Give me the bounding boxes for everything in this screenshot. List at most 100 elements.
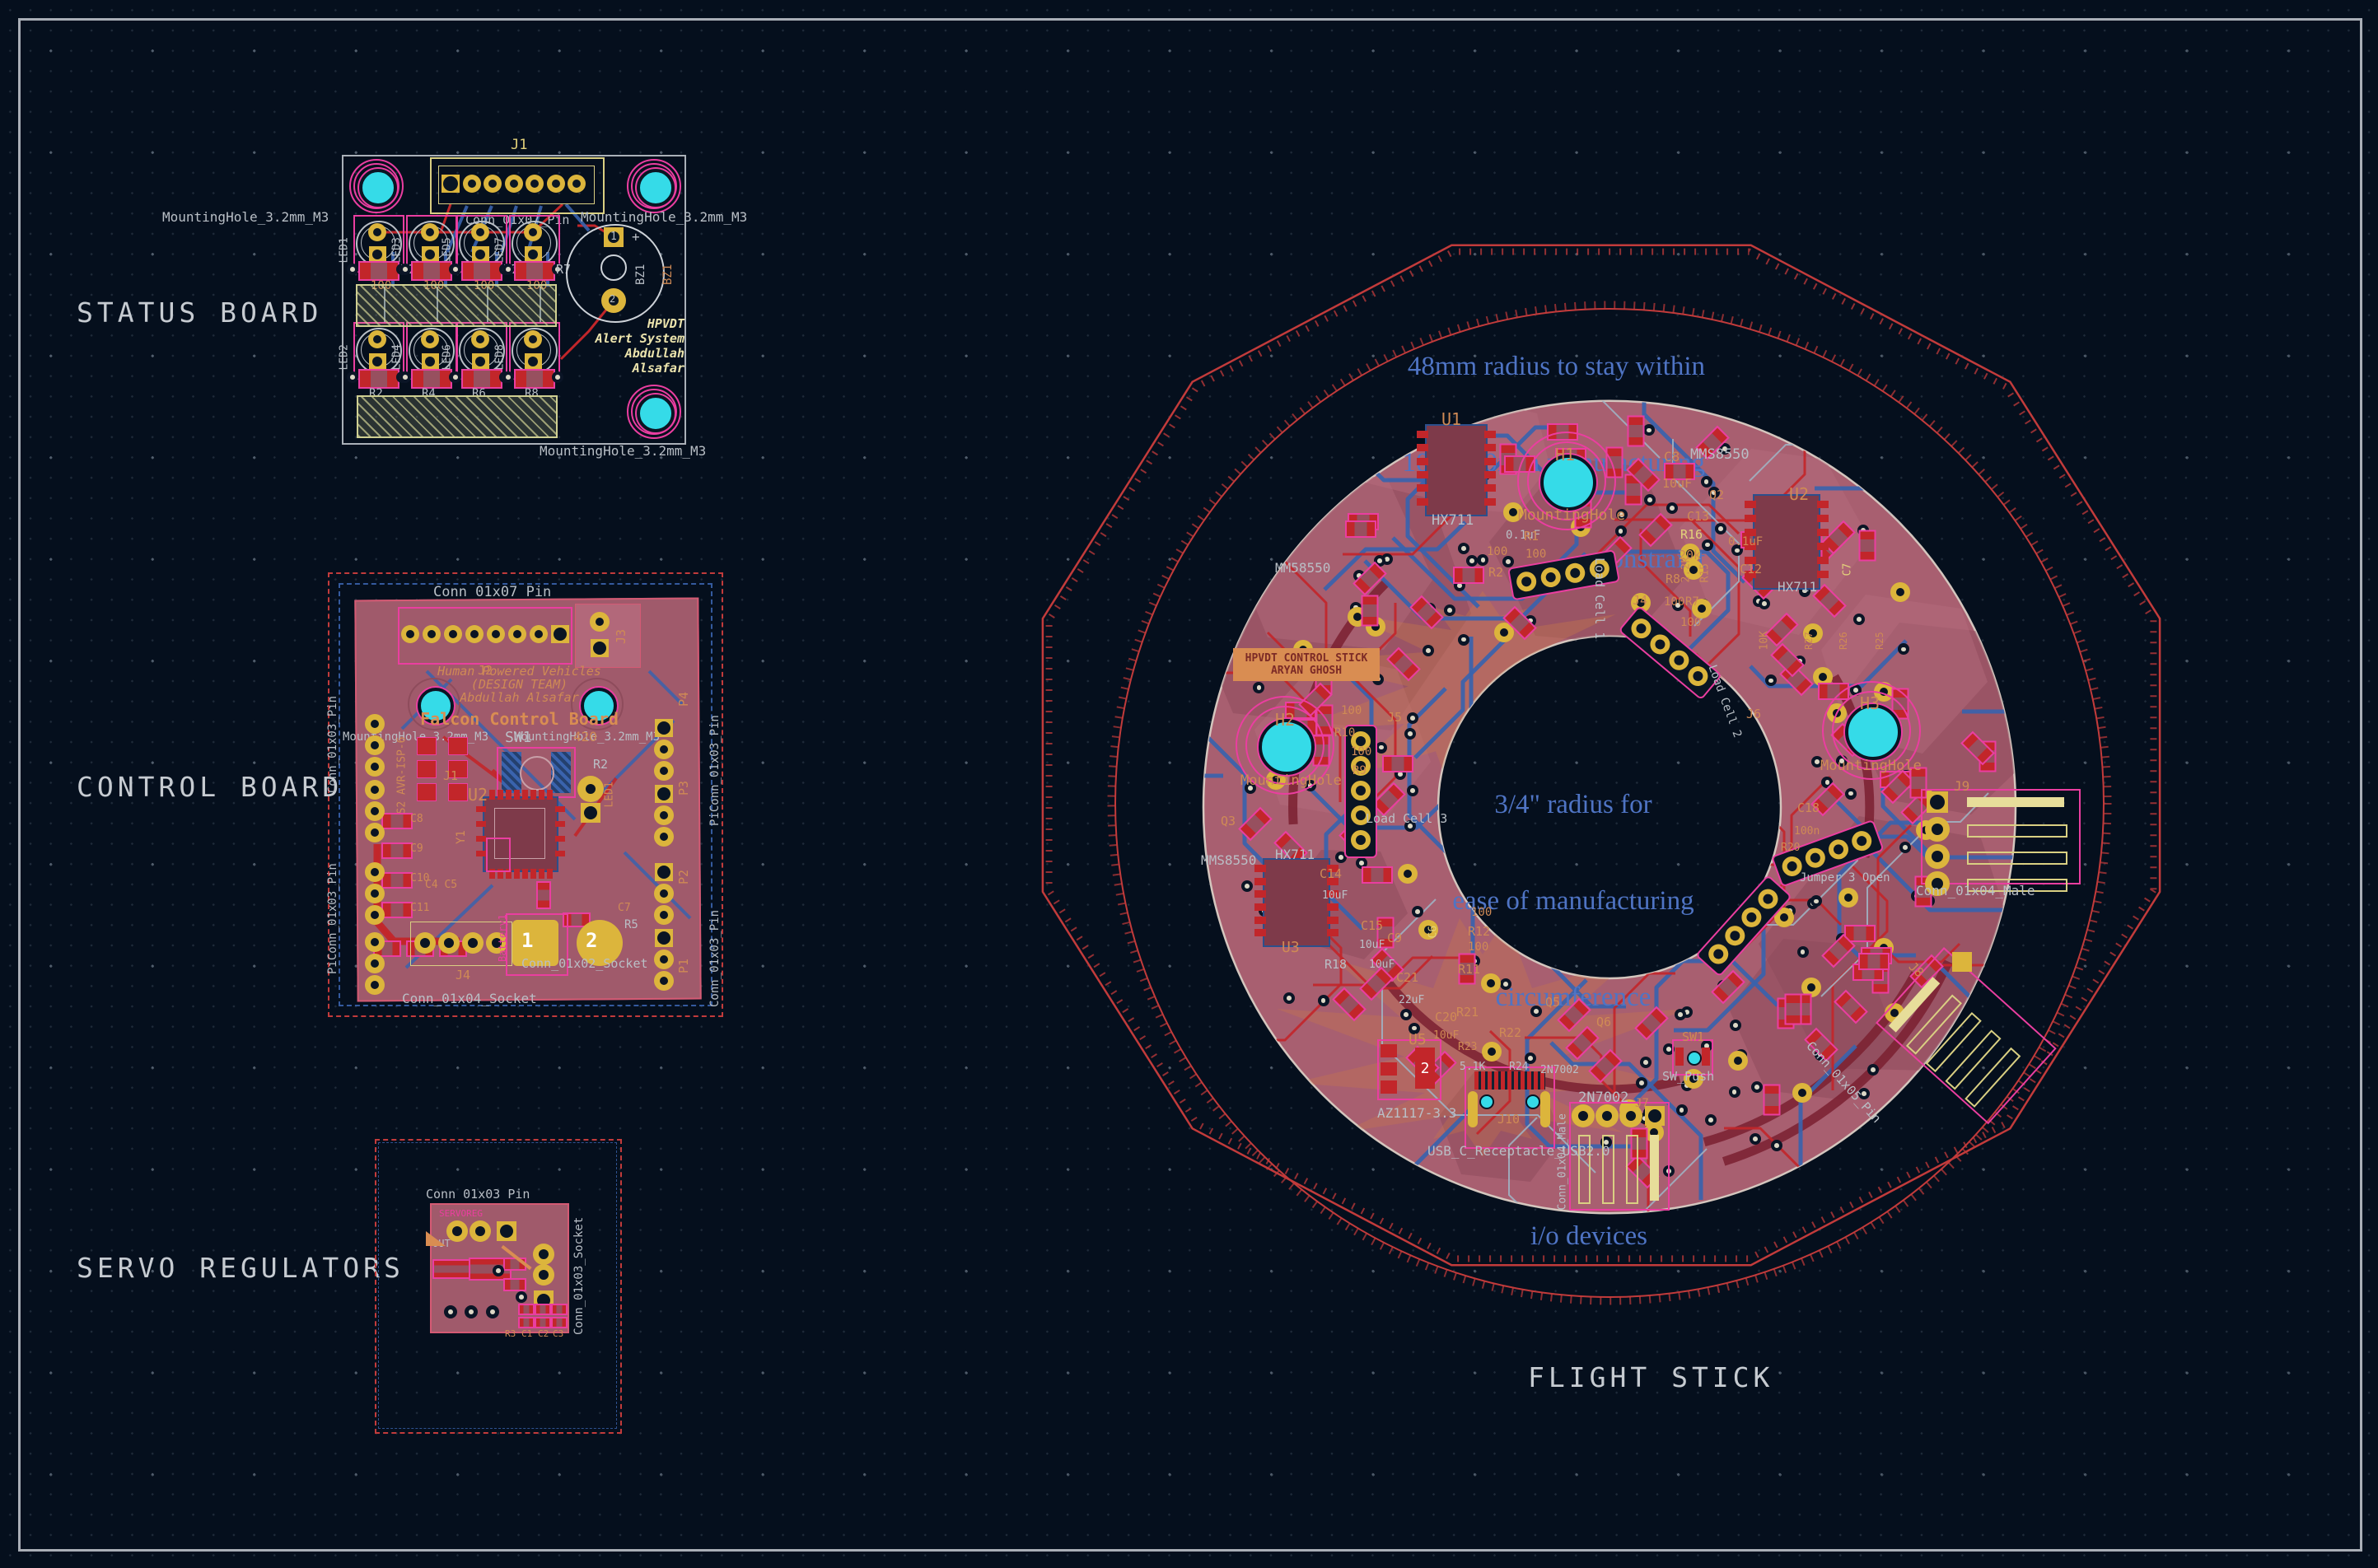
cap-ref: C4 C5 [425, 879, 458, 891]
pad-hole [657, 787, 670, 800]
through-hole-pad [365, 975, 385, 995]
through-hole-pad [421, 330, 439, 348]
pad-hole [372, 250, 382, 259]
cap-ref: C9 [410, 842, 423, 855]
led-ref-label: LED5 [441, 237, 454, 264]
via-center [350, 267, 355, 272]
j1-pad [417, 760, 437, 778]
battery-pad-1: 1 [512, 920, 558, 966]
through-hole-pad [533, 1264, 554, 1286]
through-hole-pad [462, 175, 481, 193]
pad-hole [535, 630, 543, 638]
io-devices-annotation[interactable]: i/o devices [1530, 1221, 1648, 1251]
via-center [506, 375, 511, 380]
section-label-control-board[interactable]: CONTROL BOARD [77, 771, 343, 803]
through-hole-pad [365, 757, 385, 777]
keepout-outer [375, 1139, 622, 1434]
board-title: Human Powered Vehicles(DESIGN TEAM)Abdul… [427, 665, 612, 704]
copper-trace [1933, 959, 2016, 998]
via-center [453, 267, 458, 272]
through-hole-pad-square [655, 929, 673, 947]
pad-hole [371, 741, 379, 749]
via [552, 371, 563, 383]
pad-hole [572, 180, 581, 188]
sw-pad [502, 752, 521, 793]
pad-hole [475, 250, 485, 259]
buzzer-pad2: 2 [610, 293, 616, 305]
j1-inner [438, 166, 595, 204]
through-hole-pad [368, 223, 386, 241]
ref: C1 [521, 1328, 533, 1339]
through-hole-pad [601, 288, 626, 313]
copper-trace [1203, 712, 1223, 778]
led-ref-label: LED4 [390, 344, 404, 371]
through-hole-pad [654, 950, 674, 969]
page-border [18, 18, 2362, 1552]
radius-annotation[interactable]: 48mm radius to stay within 100x100mm man… [1402, 352, 1705, 574]
through-hole-pad [365, 954, 385, 973]
pad-hole [554, 628, 567, 641]
resistor [358, 369, 399, 389]
copper-trace [1323, 520, 1467, 591]
qfp-pad [476, 836, 486, 842]
through-hole-pad-square [655, 863, 673, 881]
section-label-servo-regulators[interactable]: SERVO REGULATORS [77, 1252, 404, 1284]
section-label-status-board[interactable]: STATUS BOARD [77, 296, 323, 329]
through-hole-pad [368, 330, 386, 348]
top-connector-label: Conn 01x07 Pin [433, 584, 552, 600]
qfp-inner [494, 808, 545, 859]
through-hole-pad [471, 330, 489, 348]
via-center [506, 267, 511, 272]
pad-hole [443, 176, 458, 191]
via-center [350, 375, 355, 380]
through-hole-pad-square [524, 352, 542, 371]
through-hole-pad [654, 827, 674, 847]
keepout-outer [328, 572, 723, 1017]
pad-hole [657, 721, 670, 735]
y1-ref: Y1 [455, 830, 468, 844]
pad-hole [373, 335, 381, 343]
j1-pad [448, 760, 468, 778]
smd-component [536, 881, 551, 909]
through-hole-pad-square [368, 245, 386, 264]
center-radius-annotation[interactable]: 3/4" radius for ease of manufacturing ci… [1452, 790, 1694, 1012]
ref: C3 [553, 1328, 564, 1339]
through-hole-pad-square [551, 625, 569, 643]
through-hole-pad [533, 1244, 554, 1265]
manufacturing-circle-hatch [1107, 301, 2112, 1305]
battery-label: Battery1 [497, 914, 508, 962]
pad-hole [371, 807, 379, 815]
board-outline [342, 155, 686, 445]
servo-regulators-board[interactable]: Conn 01x03 PinConn_01x03_SocketSERVOREGO… [375, 1139, 622, 1434]
sw1-value: 420 [573, 729, 597, 744]
through-hole-pad [568, 175, 586, 193]
pad-hole [371, 763, 379, 771]
via [486, 1305, 499, 1318]
qfp-pad [530, 790, 536, 800]
through-hole-pad-square [655, 785, 673, 803]
copper-trace [1657, 400, 1826, 522]
led-ref-label: LED7 [493, 237, 507, 264]
via [399, 264, 411, 275]
copper-trace [564, 203, 591, 232]
qfp-pad [514, 869, 520, 879]
smd-component [563, 912, 591, 927]
pad-hole [371, 786, 379, 794]
pad-hole [467, 180, 476, 188]
j1-ref: J1 [511, 137, 528, 153]
via-center [447, 1309, 454, 1315]
pad-hole [372, 357, 382, 366]
copper-trace [1872, 852, 2016, 964]
hole-ring [571, 678, 624, 730]
buzzer-pad1: 1 [610, 231, 617, 243]
resistor [461, 261, 502, 281]
j2-connector [398, 607, 572, 665]
pad-hole [468, 938, 478, 948]
pad-hole [425, 250, 435, 259]
section-label-flight-stick[interactable]: FLIGHT STICK [1528, 1361, 1774, 1393]
smd-component [535, 1304, 551, 1315]
copper-trace [1493, 400, 1661, 459]
pad-hole [660, 767, 668, 775]
